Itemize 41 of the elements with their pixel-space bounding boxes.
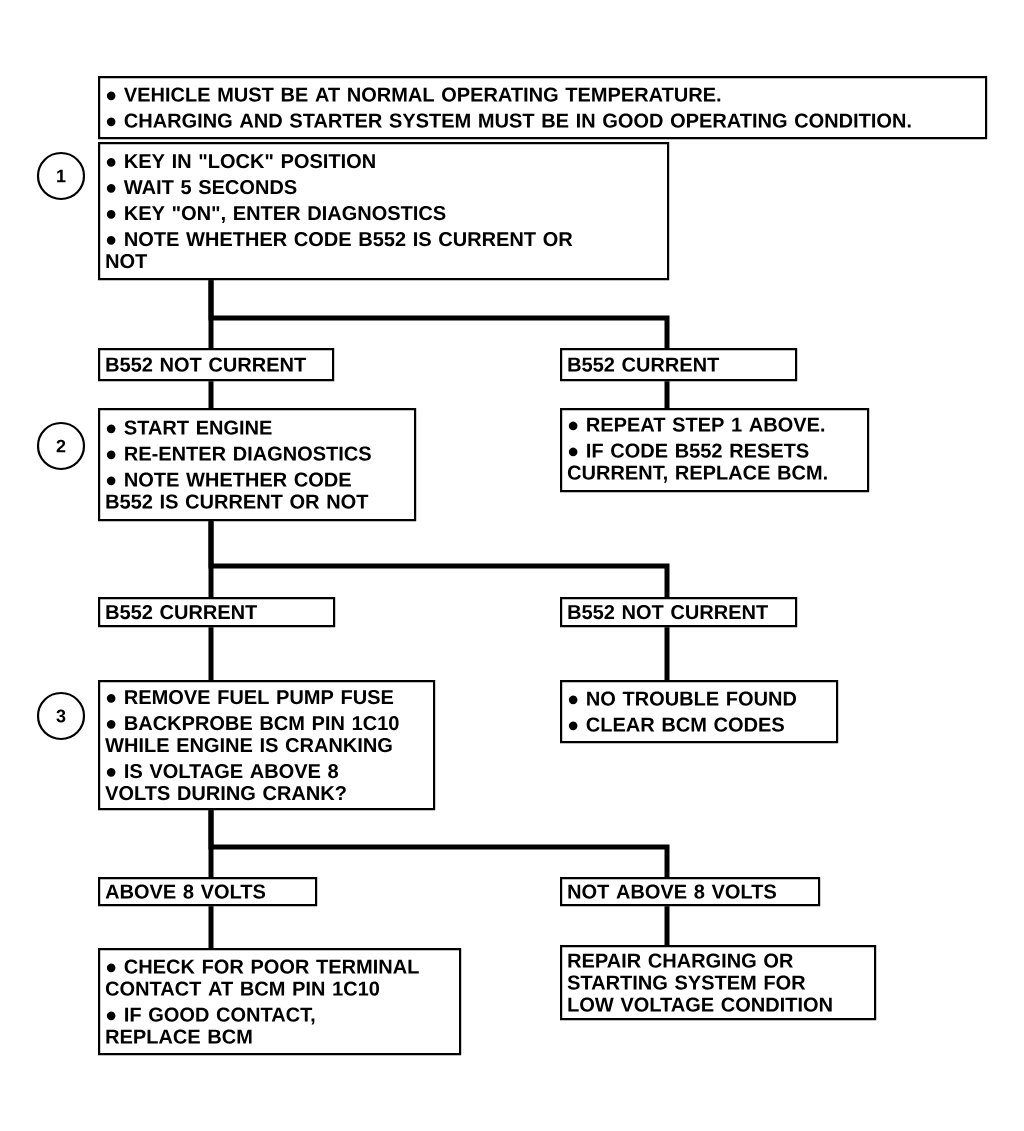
instruction-text: ● NO TROUBLE FOUND	[568, 691, 797, 706]
action-box: REPAIR CHARGING OR STARTING SYSTEM FOR LOW VOLTAGE CONDITION	[560, 945, 877, 1021]
instruction-box	[98, 408, 417, 522]
instruction-box	[98, 948, 462, 1056]
connector-line	[208, 521, 670, 597]
instruction-text: ● CHECK FOR POOR TERMINAL CONTACT AT BCM PIN 1C10	[105, 959, 419, 996]
instruction-text: ● KEY IN "LOCK" POSITION	[106, 154, 375, 169]
condition-box: B552 NOT CURRENT	[560, 597, 798, 628]
instruction-text: ● REMOVE FUEL PUMP FUSE	[106, 690, 394, 705]
instruction-box	[98, 142, 670, 281]
condition-box: B552 CURRENT	[98, 597, 336, 628]
instruction-box	[98, 680, 436, 811]
instruction-text: ● REPEAT STEP 1 ABOVE.	[568, 417, 825, 432]
instruction-text: ● KEY "ON", ENTER DIAGNOSTICS	[106, 206, 446, 224]
condition-box: B552 NOT CURRENT	[98, 348, 335, 382]
connector-line	[208, 381, 214, 408]
connector-line	[208, 280, 670, 348]
instruction-text: ● CLEAR BCM CODES	[568, 717, 784, 732]
instruction-text: ● CHARGING AND STARTER SYSTEM MUST BE IN GOOD OPERATING CONDITION.	[106, 113, 911, 128]
instruction-text: ● RE-ENTER DIAGNOSTICS	[106, 446, 371, 461]
instruction-box	[560, 408, 870, 493]
instruction-text: ● VEHICLE MUST BE AT NORMAL OPERATING TEMPERATURE.	[106, 87, 721, 102]
connector-line	[208, 906, 214, 948]
instruction-text: ● IS VOLTAGE ABOVE 8 VOLTS DURING CRANK?	[105, 764, 346, 801]
instruction-text: ● NOTE WHETHER CODE B552 IS CURRENT OR NOT	[106, 232, 573, 269]
condition-box: B552 CURRENT	[560, 348, 798, 382]
instruction-text: ● BACKPROBE BCM PIN 1C10 WHILE ENGINE IS CRANKING	[105, 716, 399, 753]
condition-box: ABOVE 8 VOLTS	[98, 877, 318, 907]
connector-line	[664, 906, 670, 945]
instruction-box	[560, 680, 839, 744]
connector-line	[208, 810, 670, 877]
instruction-text: ● IF CODE B552 RESETS CURRENT, REPLACE BCM.	[567, 443, 827, 483]
instruction-text: ● START ENGINE	[106, 420, 272, 435]
instruction-text: ● WAIT 5 SECONDS	[106, 180, 297, 195]
connector-line	[208, 627, 214, 680]
condition-box: NOT ABOVE 8 VOLTS	[560, 877, 821, 907]
connector-line	[664, 627, 670, 680]
connector-line	[664, 381, 670, 408]
instruction-text: ● IF GOOD CONTACT, REPLACE BCM	[106, 1007, 315, 1044]
instruction-box	[98, 76, 988, 140]
instruction-text: ● NOTE WHETHER CODE B552 IS CURRENT OR NOT	[106, 472, 369, 509]
